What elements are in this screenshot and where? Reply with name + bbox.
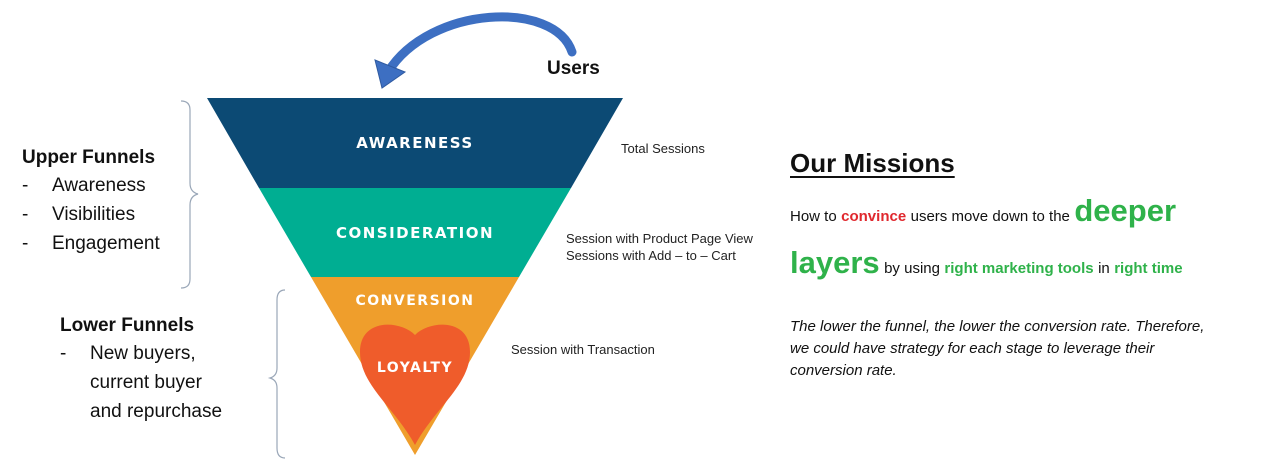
list-item: New buyers, bbox=[60, 339, 222, 368]
lower-funnels-block: Lower Funnels New buyers, current buyer … bbox=[60, 315, 222, 426]
stage-label-awareness: AWARENESS bbox=[356, 134, 473, 152]
missions-text: How to bbox=[790, 208, 837, 225]
upper-funnels-list: Awareness Visibilities Engagement bbox=[22, 171, 160, 258]
missions-text: by using bbox=[884, 260, 940, 277]
metric-consideration-2: Sessions with Add – to – Cart bbox=[566, 248, 736, 263]
missions-text: users move down to the bbox=[910, 208, 1070, 225]
list-item: Engagement bbox=[22, 229, 160, 258]
list-item: Awareness bbox=[22, 171, 160, 200]
missions-highlight-convince: convince bbox=[841, 208, 907, 225]
loyalty-heart-icon bbox=[360, 324, 470, 445]
lower-funnels-title: Lower Funnels bbox=[60, 315, 195, 336]
missions-title: Our Missions bbox=[790, 148, 955, 178]
missions-text: in bbox=[1098, 260, 1110, 277]
upper-funnels-block: Upper Funnels Awareness Visibilities Eng… bbox=[22, 147, 160, 258]
arrow-head-icon bbox=[374, 59, 407, 89]
missions-highlight-layers: layers bbox=[790, 245, 880, 280]
metric-awareness: Total Sessions bbox=[621, 141, 705, 156]
upper-funnels-title: Upper Funnels bbox=[22, 147, 156, 168]
stage-label-conversion: CONVERSION bbox=[356, 293, 475, 309]
summary-text: The lower the funnel, the lower the conv… bbox=[790, 318, 1205, 379]
curved-arrow-icon bbox=[383, 12, 577, 77]
missions-body: How to convince users move down to the d… bbox=[790, 188, 1250, 292]
upper-funnel-bracket bbox=[180, 100, 199, 289]
list-item: current buyer bbox=[90, 372, 202, 393]
list-item: Visibilities bbox=[22, 200, 160, 229]
stage-label-loyalty: LOYALTY bbox=[377, 360, 453, 376]
funnel-layer-consideration bbox=[259, 188, 571, 277]
funnel-layer-awareness bbox=[207, 98, 623, 188]
users-label: Users bbox=[547, 58, 600, 79]
lower-funnel-bracket bbox=[267, 289, 286, 459]
stage-label-consideration: CONSIDERATION bbox=[336, 224, 494, 242]
list-item: and repurchase bbox=[90, 401, 223, 422]
metric-consideration-1: Session with Product Page View bbox=[566, 231, 753, 246]
metric-conversion: Session with Transaction bbox=[511, 342, 655, 357]
lower-funnels-list: New buyers, current buyer and repurchase bbox=[60, 339, 222, 426]
missions-highlight-deeper: deeper bbox=[1074, 193, 1177, 228]
missions-highlight-time: right time bbox=[1114, 260, 1183, 277]
missions-highlight-tools: right marketing tools bbox=[944, 260, 1094, 277]
